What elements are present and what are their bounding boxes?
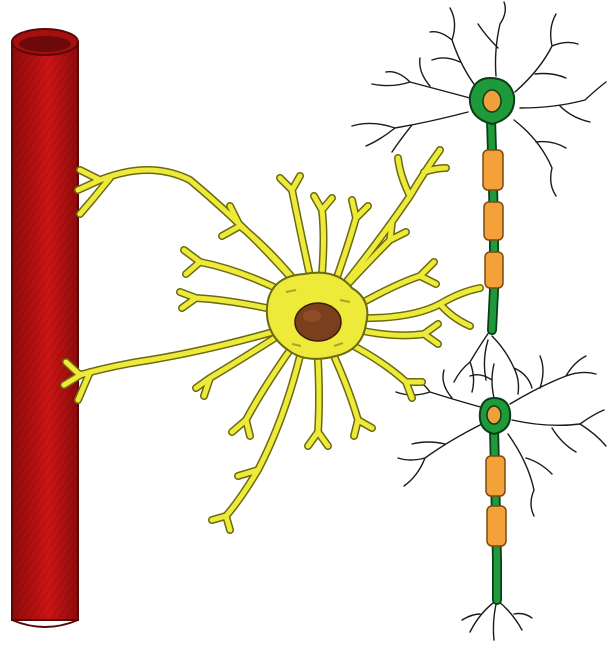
lower-neuron (480, 398, 510, 600)
vessel-bottom-edge (12, 620, 78, 627)
dendrite-branch (478, 2, 505, 76)
myelin-sheath (487, 506, 506, 546)
vessel-texture (12, 42, 78, 620)
dendrite-branch (398, 424, 482, 486)
neurons (470, 78, 514, 600)
dendrite-branch (372, 58, 470, 98)
astrocyte-nucleus-highlight (303, 310, 321, 322)
myelin-sheath (486, 456, 505, 496)
dendrite-branch (430, 8, 480, 92)
astrocyte-process (350, 344, 422, 398)
upper-neuron-nucleus (483, 90, 501, 112)
astrocyte-process (350, 288, 480, 326)
myelin-sheath (483, 150, 503, 190)
vessel-lumen (19, 36, 71, 52)
dendrite-branch (512, 410, 606, 452)
dendrite-branch (514, 120, 566, 196)
astrocyte-process (358, 324, 438, 344)
astrocyte-process-outline (212, 356, 300, 530)
dendrite-branch (352, 112, 468, 152)
astrocyte (267, 273, 368, 359)
axon-terminal-branch (454, 328, 532, 394)
dendrite-branch (520, 82, 606, 122)
lower-neuron-nucleus (487, 406, 501, 424)
dendrite-branch (508, 434, 552, 516)
astrocyte-process (212, 356, 300, 530)
astrocyte-process (64, 330, 280, 400)
dendrite-branch (510, 356, 596, 404)
myelin-sheath (484, 202, 503, 240)
myelin-sheath (485, 252, 503, 288)
astrocyte-nucleus (295, 303, 341, 341)
blood-vessel (12, 29, 78, 627)
dendrite-branch (515, 14, 578, 92)
astrocyte-process (360, 262, 436, 304)
astrocyte-process (308, 360, 328, 446)
axon-terminal-branch (462, 600, 532, 640)
